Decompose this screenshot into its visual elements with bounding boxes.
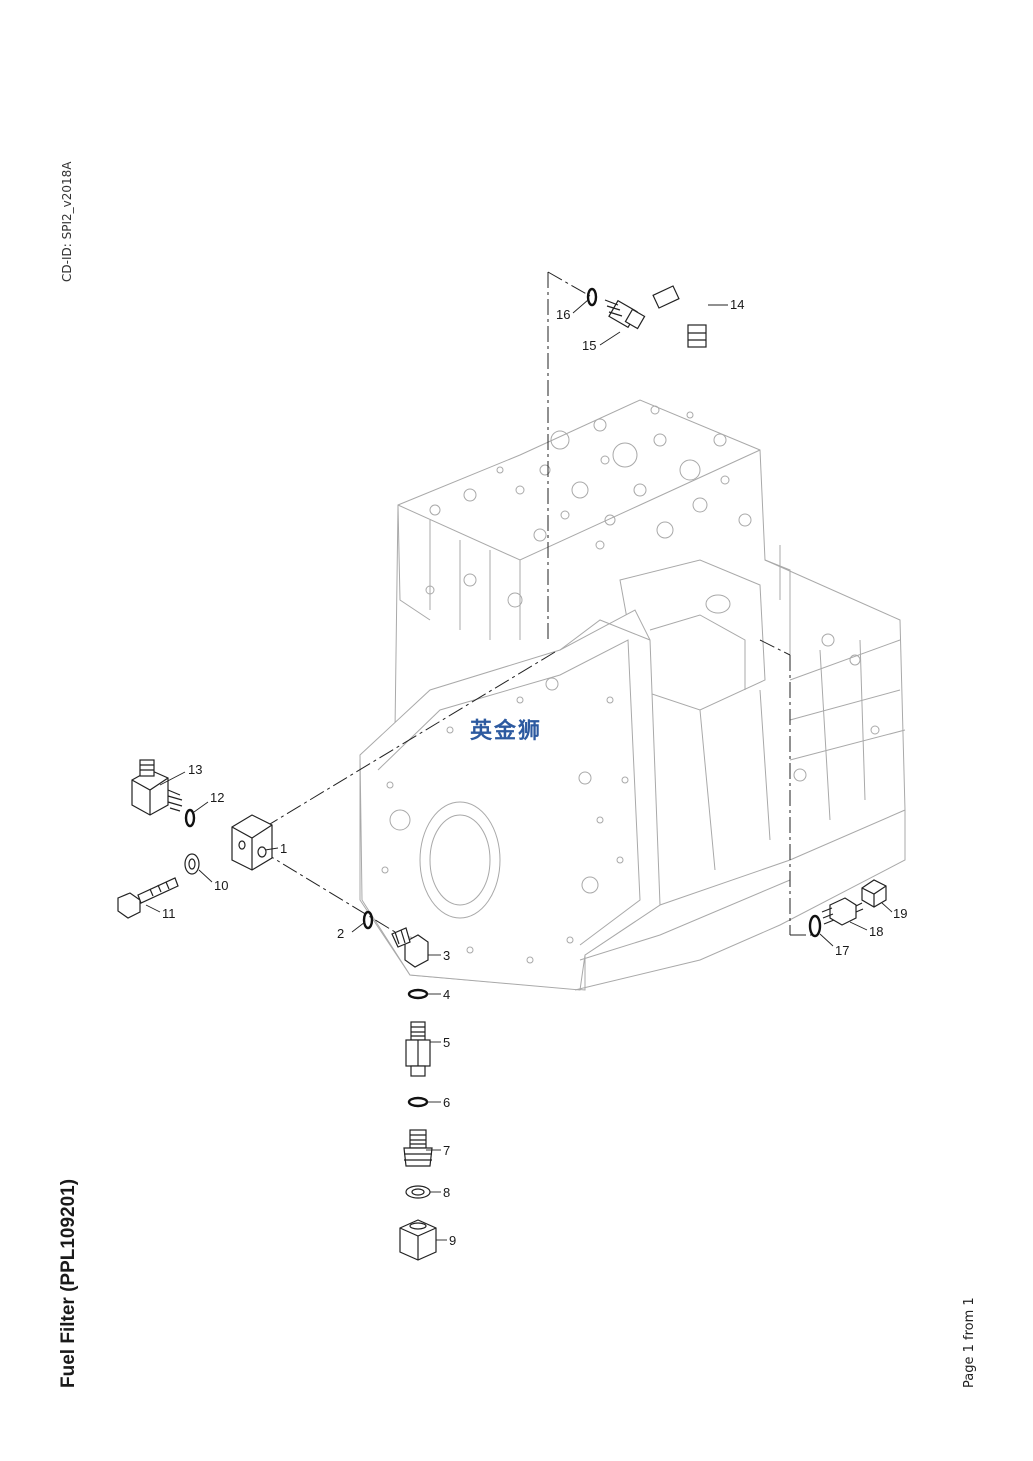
assembly-lines	[259, 271, 812, 936]
callout-18: 18	[869, 924, 883, 939]
watermark-text: 英金狮	[470, 718, 542, 744]
callout-12: 12	[210, 790, 224, 805]
callout-4: 4	[443, 987, 450, 1002]
part-13-elbow	[131, 759, 183, 816]
callout-5: 5	[443, 1035, 450, 1050]
engine-block	[359, 399, 906, 991]
part-19-nut	[861, 879, 887, 908]
part-14-fuel-line	[644, 285, 710, 348]
callout-17: 17	[835, 943, 849, 958]
part-8-washer	[405, 1185, 431, 1199]
part-17-oring	[808, 914, 822, 938]
callout-11: 11	[162, 906, 176, 921]
part-12-oring	[184, 808, 196, 828]
part-3-elbow	[391, 927, 429, 968]
part-11-bolt	[117, 877, 179, 919]
part-16-oring	[586, 287, 598, 307]
part-7-nipple	[403, 1129, 433, 1167]
part-18-union	[821, 897, 864, 926]
part-9-nut	[399, 1219, 437, 1261]
part-1-block	[231, 814, 273, 871]
callout-19: 19	[893, 906, 907, 921]
part-2-oring	[362, 910, 374, 930]
part-4-oring	[407, 988, 429, 1000]
callout-16: 16	[556, 307, 570, 322]
callout-1: 1	[280, 841, 287, 856]
part-5-adapter	[405, 1021, 431, 1077]
callout-2: 2	[337, 926, 344, 941]
callout-9: 9	[449, 1233, 456, 1248]
callout-7: 7	[443, 1143, 450, 1158]
callout-6: 6	[443, 1095, 450, 1110]
callout-15: 15	[582, 338, 596, 353]
part-6-oring	[407, 1096, 429, 1108]
callout-3: 3	[443, 948, 450, 963]
callout-10: 10	[214, 878, 228, 893]
callout-14: 14	[730, 297, 744, 312]
part-10-washer	[184, 853, 200, 875]
callout-13: 13	[188, 762, 202, 777]
callout-8: 8	[443, 1185, 450, 1200]
callouts: 1 2 3 4 5 6 7 8 9 10 11 12 13 14 15 16 1	[145, 297, 907, 1248]
part-15-fitting	[604, 299, 646, 330]
